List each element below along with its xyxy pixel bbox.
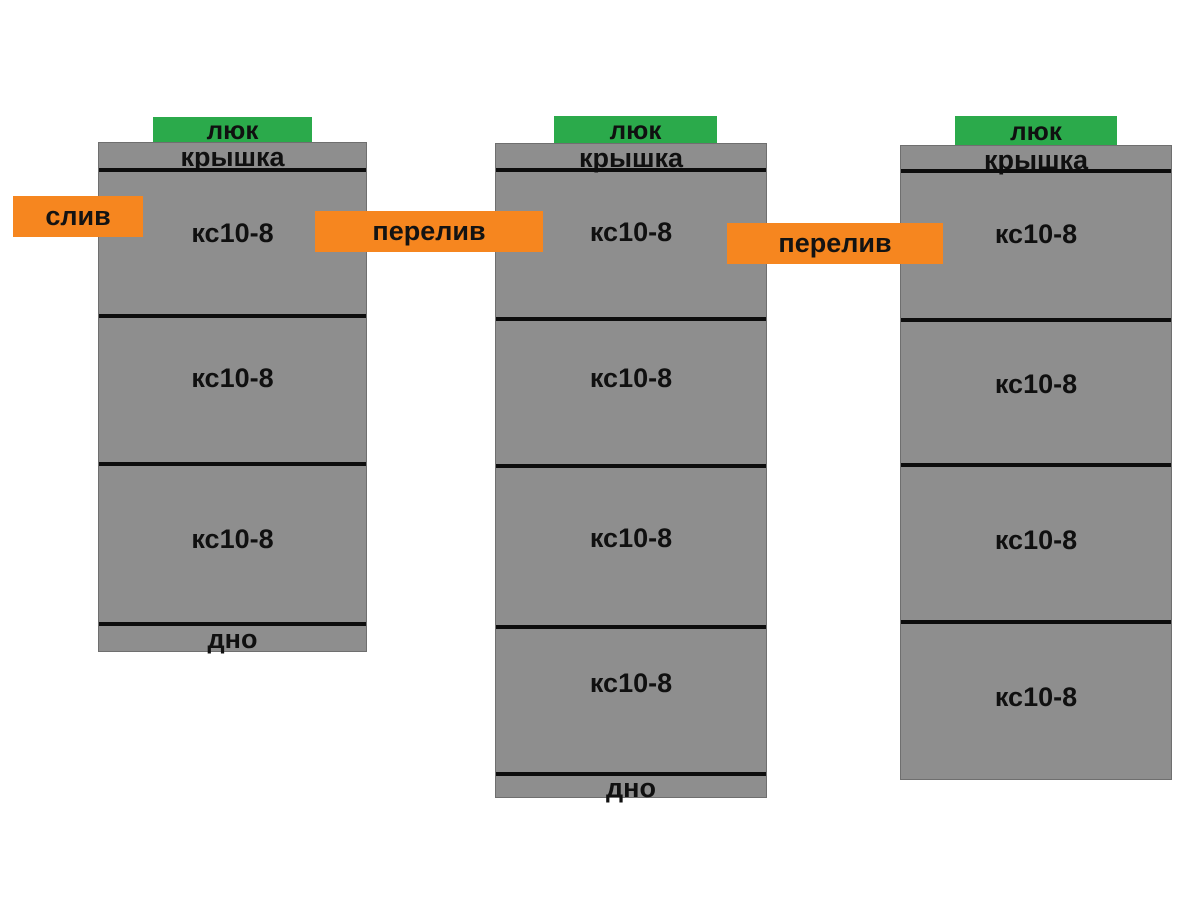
ring-separator-line (99, 314, 366, 318)
ring-separator-line (496, 772, 766, 776)
ring-label: кс10-8 (994, 219, 1078, 249)
bottom-label: дно (606, 773, 656, 803)
ring-label: кс10-8 (589, 523, 673, 553)
ring-separator-line (901, 463, 1171, 467)
ring-separator-line (496, 464, 766, 468)
hatch-green-box-well-1: люк (153, 117, 312, 143)
ring-separator-line (901, 318, 1171, 322)
overflow-label: перелив (372, 216, 486, 246)
ring-label: кс10-8 (589, 363, 673, 393)
overflow-connector-1: перелив (315, 211, 543, 252)
hatch-green-box-well-3: люк (955, 116, 1117, 145)
ring-separator-line (99, 462, 366, 466)
drain-connector: слив (13, 196, 143, 237)
hatch-label: люк (1010, 115, 1062, 146)
hatch-label: люк (206, 115, 259, 145)
ring-label: кс10-8 (589, 668, 673, 698)
ring-label: кс10-8 (191, 363, 274, 393)
ring-separator-line (496, 625, 766, 629)
ring-separator-line (99, 168, 366, 172)
well-3: крышка кс10-8 кс10-8 кс10-8 кс10-8 (900, 145, 1172, 780)
ring-separator-line (99, 622, 366, 626)
ring-separator-line (901, 620, 1171, 624)
cover-label: крышка (578, 143, 684, 173)
ring-separator-line (901, 169, 1171, 173)
overflow-connector-2: перелив (727, 223, 943, 264)
ring-label: кс10-8 (191, 218, 274, 248)
hatch-green-box-well-2: люк (554, 116, 717, 143)
well-2: крышка кс10-8 кс10-8 кс10-8 кс10-8 дно (495, 143, 767, 802)
hatch-label: люк (609, 114, 662, 145)
cover-label: крышка (180, 142, 285, 172)
ring-separator-line (496, 168, 766, 172)
ring-separator-line (496, 317, 766, 321)
ring-label: кс10-8 (994, 369, 1078, 399)
bottom-label: дно (207, 624, 258, 654)
ring-label: кс10-8 (994, 525, 1078, 555)
ring-label: кс10-8 (191, 524, 274, 554)
ring-label: кс10-8 (589, 217, 673, 247)
overflow-label: перелив (778, 228, 892, 258)
ring-label: кс10-8 (994, 682, 1078, 712)
drain-label: слив (45, 201, 111, 231)
